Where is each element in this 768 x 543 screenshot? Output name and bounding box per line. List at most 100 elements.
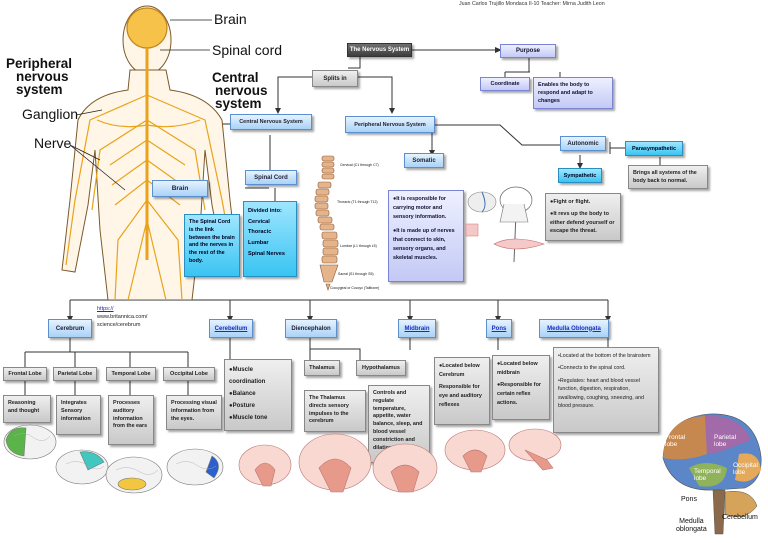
spinal-cord-link-text: The Spinal Cord is the link between the … xyxy=(184,214,240,277)
medulla-text-3: •Regulates: heart and blood vessel funct… xyxy=(558,377,644,410)
thalamus-node: Thalamus xyxy=(304,360,340,376)
thalamus-text: The Thalamus directs sensory impulses to… xyxy=(304,390,366,432)
cerebellum-box: ●Muscle coordination ●Balance ●Posture ●… xyxy=(224,359,292,431)
label-pns-line1: Peripheral xyxy=(6,56,73,71)
spine-label-lumbar: Lumbar (L1 through L5) xyxy=(340,244,377,248)
cerebellum-item-4: ●Muscle tone xyxy=(229,415,268,421)
parasympathetic-text: Brings all systems of the body back to n… xyxy=(628,165,708,189)
brain-label-medulla-2: oblongata xyxy=(676,526,707,533)
midbrain-node[interactable]: Midbrain xyxy=(398,319,436,338)
cerebellum-node[interactable]: Cerebellum xyxy=(209,319,253,338)
sympathetic-node: Sympathetic xyxy=(558,168,602,183)
coordinate-node: Coordinate xyxy=(480,77,530,91)
pons-node[interactable]: Pons xyxy=(486,319,512,338)
parietal-lobe-text: Integrates Sensory information xyxy=(56,395,101,435)
enables-text: Enables the body to respond and adapt to… xyxy=(533,77,613,109)
spine-label-sacral: Sacral (S1 through S5) xyxy=(338,272,374,276)
spinal-cord-node: Spinal Cord xyxy=(245,170,297,185)
temporal-lobe-text: Processes auditory information from the … xyxy=(108,395,154,445)
occipital-lobe-text: Processing visual information from the e… xyxy=(166,395,222,430)
diencephalon-node: Diencephalon xyxy=(285,319,337,338)
pns-node: Peripheral Nervous System xyxy=(345,116,435,133)
occipital-lobe-node: Occipital Lobe xyxy=(163,367,215,381)
temporal-lobe-node: Temporal Lobe xyxy=(106,367,156,381)
spine-label-thoracic: Thoracic (T1 through T12) xyxy=(337,200,378,204)
somatic-text: ●It is responsible for carrying motor an… xyxy=(388,190,464,282)
label-cns: Central nervous system xyxy=(212,70,268,111)
divided-into-box: Divided into: Cervical Thoracic Lumbar S… xyxy=(243,201,297,277)
parasympathetic-node: Parasympathetic xyxy=(625,141,683,156)
label-nerve: Nerve xyxy=(34,135,72,151)
splits-in-node: Splits in xyxy=(312,70,358,87)
autonomic-node: Autonomic xyxy=(560,136,606,151)
cerebellum-item-3: ●Posture xyxy=(229,403,255,409)
medulla-text-2: •Connects to the spinal cord. xyxy=(558,365,626,372)
frontal-lobe-text: Reasoning and thought xyxy=(3,395,51,423)
medulla-node[interactable]: Medulla Oblongata xyxy=(539,319,609,338)
brain-section-images xyxy=(238,428,562,493)
brain-label-frontal-1: Frontal xyxy=(665,434,686,441)
pons-text-1: ●Located below midbrain xyxy=(497,361,538,376)
source-link-line2: www.britannica.com/ xyxy=(97,314,148,320)
label-brain: Brain xyxy=(214,11,247,27)
divided-title: Divided into: xyxy=(248,208,282,214)
source-link-line1[interactable]: https:// xyxy=(97,306,114,312)
cerebrum-node: Cerebrum xyxy=(48,319,92,338)
medulla-text: •Located at the bottom of the brainstem … xyxy=(553,347,659,433)
label-cns-line3: system xyxy=(215,96,262,111)
spine-illustration xyxy=(314,155,339,291)
parietal-lobe-node: Parietal Lobe xyxy=(53,367,97,381)
brain-label-cerebellum: Cerebellum xyxy=(722,514,758,521)
sympathetic-text-2: ●It revs up the body to either defend yo… xyxy=(550,210,615,235)
brain-label-pons: Pons xyxy=(681,496,697,503)
somatic-illustration xyxy=(465,186,545,263)
labeled-brain-illustration xyxy=(662,413,762,535)
brain-label-occipital-2: lobe xyxy=(733,469,746,476)
lobe-brain-images xyxy=(3,424,224,494)
label-pns-line2: nervous xyxy=(16,69,69,84)
label-cns-line2: nervous xyxy=(215,83,268,98)
divided-cervical: Cervical xyxy=(248,218,270,225)
frontal-lobe-node: Frontal Lobe xyxy=(3,367,47,381)
divided-thoracic: Thoracic xyxy=(248,229,272,236)
brain-label-medulla-1: Medulla xyxy=(679,518,704,525)
brain-label-parietal-2: lobe xyxy=(714,441,727,448)
sympathetic-text-1: ●Fight or flight. xyxy=(550,199,591,205)
midbrain-text-2: Responsible for eye and auditory reflexe… xyxy=(439,384,482,408)
source-link-line3: science/cerebrum xyxy=(97,322,141,328)
purpose-node: Purpose xyxy=(500,44,556,58)
medulla-text-1: •Located at the bottom of the brainstem xyxy=(558,353,651,359)
brain-label-temporal-1: Temporal xyxy=(694,468,721,475)
divided-lumbar: Lumbar xyxy=(248,239,269,246)
cerebellum-item-1: ●Muscle coordination xyxy=(229,367,266,385)
spine-label-cervical: Cervical (C1 through C7) xyxy=(340,163,379,167)
label-ganglion: Ganglion xyxy=(22,106,79,122)
brain-node: Brain xyxy=(152,180,208,197)
pons-text-2: ●Responsible for certain reflex actions. xyxy=(497,382,541,406)
somatic-text-2: ●It is made up of nerves that connect to… xyxy=(393,227,455,262)
somatic-node: Somatic xyxy=(404,153,444,168)
brain-label-temporal-2: lobe xyxy=(694,475,707,482)
source-link[interactable]: https:// www.britannica.com/ science/cer… xyxy=(97,305,147,329)
cns-node: Central Nervous System xyxy=(230,114,312,130)
label-spinal-cord: Spinal cord xyxy=(212,42,283,58)
nervous-system-node: The Nervous System xyxy=(347,43,412,57)
author-credit: Juan Carlos Trujillo Mondaca II-10 Teach… xyxy=(459,1,605,7)
cerebellum-item-2: ●Balance xyxy=(229,391,256,397)
hypothalamus-node: Hypothalamus xyxy=(356,360,406,376)
midbrain-text-1: ●Located below Cerebrum xyxy=(439,363,480,378)
label-pns: Peripheral nervous system xyxy=(6,56,73,97)
label-pns-line3: system xyxy=(16,82,63,97)
somatic-text-1: ●It is responsible for carrying motor an… xyxy=(393,196,447,221)
brain-label-frontal-2: lobe xyxy=(665,441,678,448)
sympathetic-text: ●Fight or flight. ●It revs up the body t… xyxy=(545,193,621,241)
spine-label-coccyx: Coccygeal or Coccyx (Tailbone) xyxy=(330,286,380,290)
label-cns-line1: Central xyxy=(212,70,259,85)
brain-label-parietal-1: Parietal xyxy=(714,434,737,441)
pons-text: ●Located below midbrain ●Responsible for… xyxy=(492,355,550,420)
